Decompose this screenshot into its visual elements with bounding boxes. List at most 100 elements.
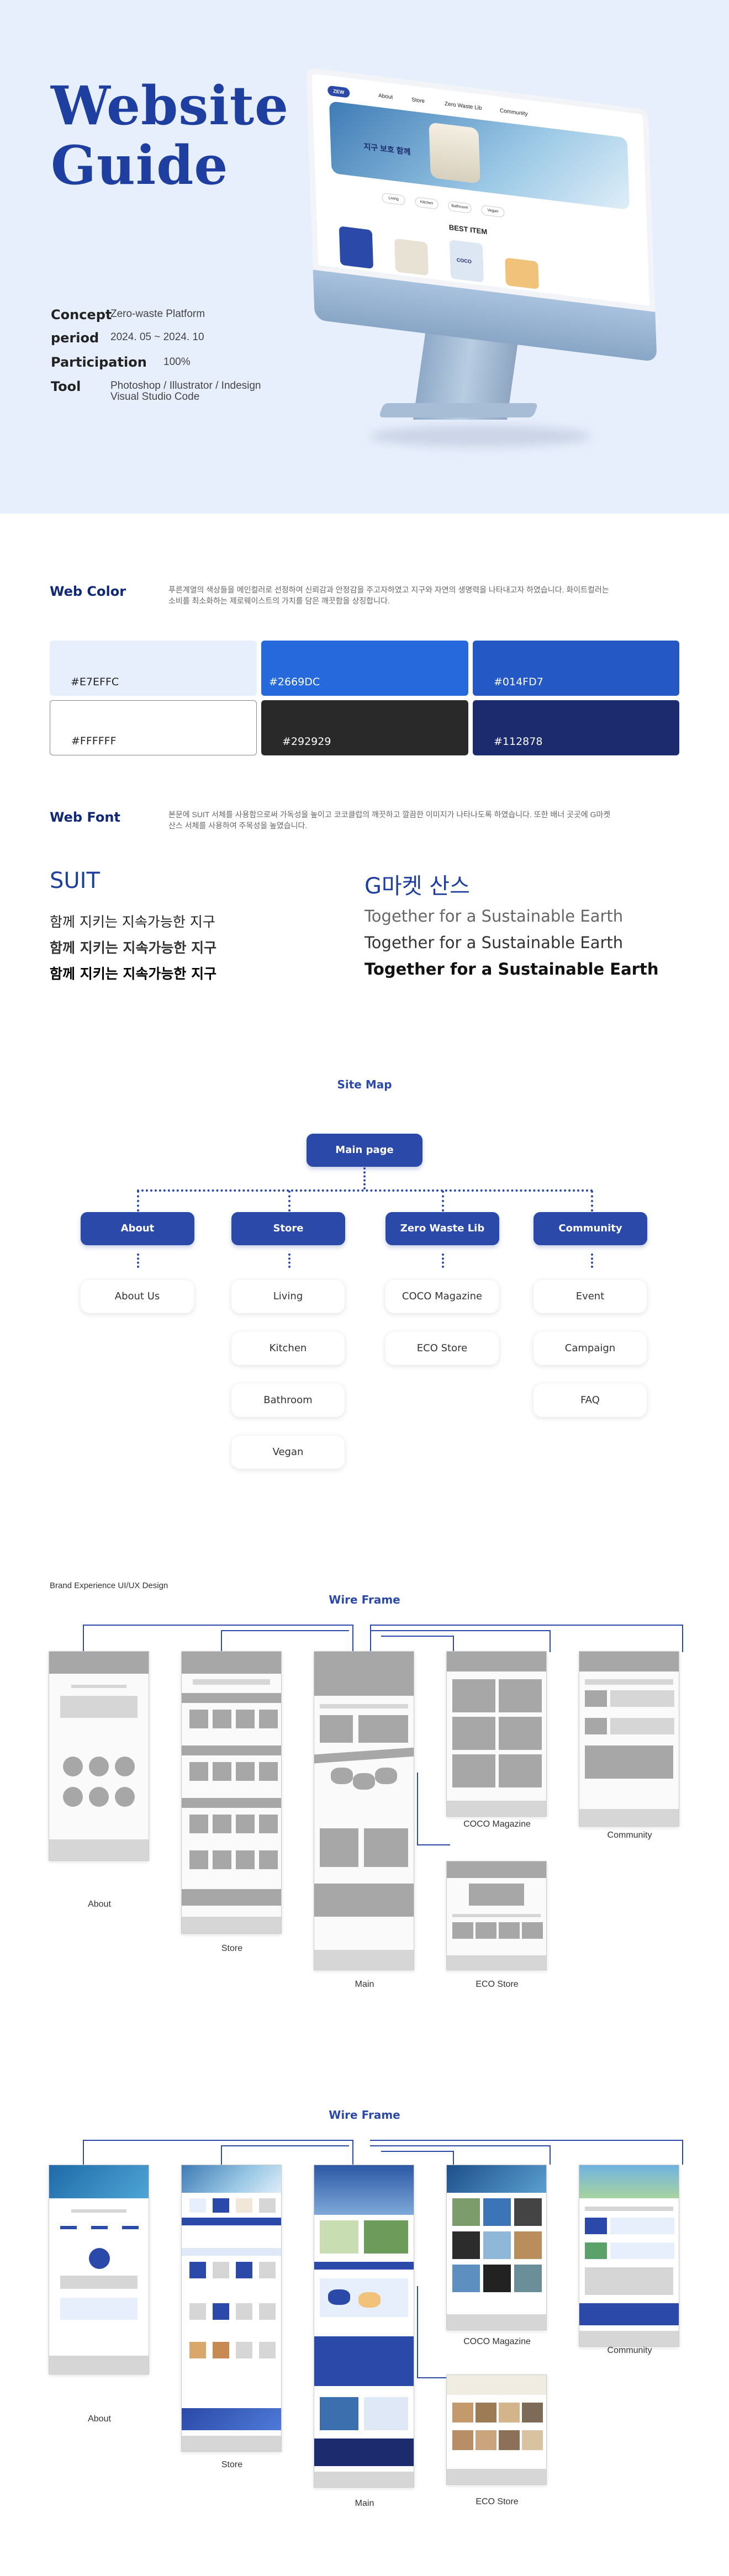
wireframe-caption-community: Community <box>607 1831 652 1840</box>
meta-label-period: period <box>51 330 99 346</box>
wireframe-connector <box>352 2140 353 2165</box>
wireframe-connector <box>83 2140 84 2165</box>
screen-nav-lib: Zero Waste Lib <box>444 100 482 112</box>
wireframe-connector <box>417 2377 450 2378</box>
wireframe-community-page <box>579 1651 679 1827</box>
site-map-title: Site Map <box>337 1078 392 1091</box>
sitemap-leaf-campaign: Campaign <box>533 1332 647 1365</box>
meta-value-tool: Photoshop / Illustrator / Indesign <box>110 380 261 392</box>
font1-sample-bold: 함께 지키는 지속가능한 지구 <box>50 966 217 982</box>
wireframe-connector <box>417 1773 418 1844</box>
web-color-desc-2: 소비를 최소화하는 제로웨이스트의 가치를 담은 깨끗함을 상징합니다. <box>168 596 390 605</box>
wireframe-connector <box>417 1844 450 1845</box>
sitemap-leaf-kitchen: Kitchen <box>231 1332 345 1365</box>
web-color-desc-1: 푸른계열의 색상들을 메인컬러로 선정하여 신뢰감과 안정감을 주고자하였고 지… <box>168 585 609 594</box>
hero-title-line1: Website <box>51 75 289 137</box>
screen-product-2 <box>394 238 429 276</box>
swatch-hex: #2669DC <box>269 676 320 688</box>
wireframe-caption-coco: COCO Magazine <box>463 1819 531 1829</box>
sitemap-connector <box>442 1253 444 1268</box>
sitemap-leaf-eco-store: ECO Store <box>385 1332 499 1365</box>
sitemap-connector <box>288 1253 290 1268</box>
swatch-292929: #292929 <box>261 700 468 755</box>
wireframe-caption-main: Main <box>355 1980 374 1989</box>
wireframe-caption-eco: ECO Store <box>476 1980 519 1989</box>
screen-chip-2: Kitchen <box>415 197 439 210</box>
wireframe-caption-about: About <box>88 1900 111 1909</box>
sitemap-leaf-bathroom: Bathroom <box>231 1384 345 1417</box>
wireframe-connector <box>381 2151 453 2152</box>
wireframe-connector <box>682 1625 683 1652</box>
swatch-ffffff: #FFFFFF <box>50 700 257 755</box>
wireframe-connector <box>83 1625 353 1626</box>
font1-sample-medium: 함께 지키는 지속가능한 지구 <box>50 940 217 956</box>
screen-chip-3: Bathroom <box>448 200 472 214</box>
sitemap-connector <box>288 1191 290 1212</box>
swatch-hex: #112878 <box>494 736 543 748</box>
font2-sample-bold: Together for a Sustainable Earth <box>364 960 659 978</box>
wireframe-connector <box>352 1625 353 1652</box>
sitemap-node-main: Main page <box>307 1134 422 1167</box>
design-caption-about: About <box>88 2414 111 2424</box>
wireframe-connector <box>221 2145 349 2146</box>
swatch-hex: #FFFFFF <box>71 735 117 747</box>
sitemap-connector <box>442 1191 444 1212</box>
wireframe-connector <box>682 2140 683 2165</box>
design-caption-store: Store <box>221 2460 243 2469</box>
screen-logo: ZEW <box>327 85 350 98</box>
wireframe-connector <box>453 1636 454 1652</box>
wireframe-connector <box>550 1630 551 1652</box>
font2-sample-medium: Together for a Sustainable Earth <box>364 933 624 952</box>
swatch-hex: #E7EFFC <box>71 676 119 688</box>
wireframe-eco-page <box>446 1861 547 1970</box>
wireframe-caption-store: Store <box>221 1944 243 1953</box>
web-font-desc-1: 본문에 SUIT 서체를 사용함으로써 가독성을 높이고 코코클럽의 깨끗하고 … <box>168 810 611 819</box>
swatch-hex: #014FD7 <box>494 676 543 688</box>
sitemap-leaf-coco-magazine: COCO Magazine <box>385 1280 499 1313</box>
swatch-112878: #112878 <box>473 700 679 755</box>
screen-nav-community: Community <box>499 108 528 118</box>
wireframe-connector <box>221 2145 222 2165</box>
wireframe-subtitle: Brand Experience UI/UX Design <box>50 1581 168 1590</box>
screen-nav-about: About <box>378 92 393 101</box>
font1-name: SUIT <box>50 868 100 893</box>
monitor-base <box>378 403 538 417</box>
sitemap-leaf-faq: FAQ <box>533 1384 647 1417</box>
sitemap-connector <box>363 1167 366 1189</box>
web-font-label: Web Font <box>50 810 120 825</box>
wireframe-connector <box>381 1636 453 1637</box>
design-community-page <box>579 2165 679 2347</box>
sitemap-leaf-vegan: Vegan <box>231 1436 345 1469</box>
sitemap-node-community: Community <box>533 1212 647 1245</box>
design-caption-main: Main <box>355 2499 374 2508</box>
design-store-page <box>181 2165 282 2452</box>
design-caption-coco: COCO Magazine <box>463 2337 531 2346</box>
sitemap-leaf-about-us: About Us <box>81 1280 194 1313</box>
design-about-page <box>49 2165 149 2374</box>
sitemap-leaf-living: Living <box>231 1280 345 1313</box>
wireframe-connector <box>221 1630 349 1631</box>
sitemap-connector <box>137 1189 593 1192</box>
wireframe-title: Wire Frame <box>329 1593 400 1606</box>
meta-label-participation: Participation <box>51 355 147 370</box>
sitemap-node-about: About <box>81 1212 194 1245</box>
screen-chip-4: Vegan <box>481 205 505 218</box>
wireframe-coco-page <box>446 1651 547 1817</box>
sitemap-connector <box>137 1253 139 1268</box>
hero-title-line2: Guide <box>51 134 229 197</box>
sitemap-node-store: Store <box>231 1212 345 1245</box>
wireframe-connector <box>370 1625 682 1626</box>
wireframe-connector <box>417 2286 418 2377</box>
web-color-label: Web Color <box>50 584 126 599</box>
wireframe2-title: Wire Frame <box>329 2108 400 2122</box>
font1-sample-regular: 함께 지키는 지속가능한 지구 <box>50 914 215 930</box>
wireframe-connector <box>370 1625 371 1652</box>
web-font-desc-2: 산스 서체를 사용하여 주목성을 높였습니다. <box>168 821 308 830</box>
wireframe-connector <box>370 1630 550 1631</box>
meta-label-tool: Tool <box>51 379 81 394</box>
wireframe-connector <box>453 2151 454 2165</box>
meta-value-tool-2: Visual Studio Code <box>110 391 200 403</box>
swatch-014fd7: #014FD7 <box>473 641 679 696</box>
meta-value-concept: Zero-waste Platform <box>110 308 205 320</box>
wireframe-connector <box>370 2140 682 2141</box>
